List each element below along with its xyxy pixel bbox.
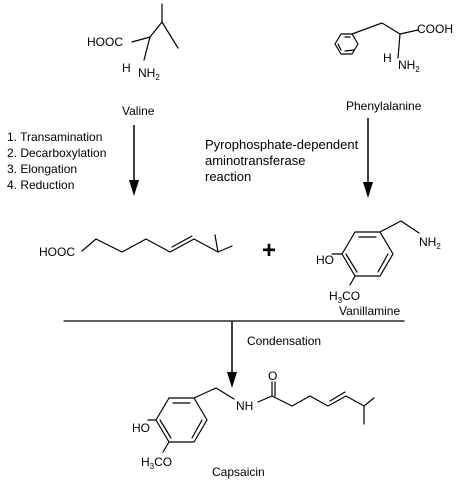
valine-nh2: NH2 [138, 66, 160, 82]
fatty-acid-hooc: HOOC [39, 245, 75, 259]
phenylalanine-h: H [383, 51, 392, 65]
condensation-arrow [227, 321, 237, 388]
enzyme-line-2: aminotransferase [205, 153, 305, 168]
step-4: 4. Reduction [7, 178, 74, 192]
valine-hooc: HOOC [87, 35, 123, 49]
fatty-acid-structure: HOOC [39, 234, 233, 259]
valine-structure: HOOC H NH2 [87, 3, 179, 82]
valine-pathway-arrow [129, 125, 139, 196]
enzyme-line-3: reaction [205, 169, 251, 184]
enzyme-line-1: Pyrophosphate-dependent [205, 137, 359, 152]
step-1: 1. Transamination [7, 130, 102, 144]
condensation-label: Condensation [247, 334, 321, 348]
capsaicin-structure: NH O HO H3CO [132, 369, 375, 471]
phenylalanine-cooh: COOH [417, 22, 453, 36]
phenylalanine-nh2: NH2 [398, 58, 420, 74]
capsaicin-label: Capsaicin [212, 465, 265, 479]
capsaicin-nh: NH [236, 399, 253, 413]
step-2: 2. Decarboxylation [7, 146, 106, 160]
vanillamine-label: Vanillamine [339, 304, 400, 318]
vanillamine-h3co: H3CO [329, 289, 360, 305]
capsaicin-h3co: H3CO [141, 455, 172, 471]
capsaicin-ho: HO [132, 421, 150, 435]
vanillamine-structure: NH2 HO H3CO [316, 220, 441, 305]
plus-sign: + [262, 237, 276, 264]
step-list: 1. Transamination 2. Decarboxylation 3. … [7, 130, 106, 192]
phenylalanine-label: Phenylalanine [346, 99, 422, 113]
step-3: 3. Elongation [7, 162, 77, 176]
vanillamine-ho: HO [316, 253, 334, 267]
capsaicin-carbonyl-o: O [268, 369, 277, 383]
enzyme-reaction-label: Pyrophosphate-dependent aminotransferase… [205, 137, 359, 184]
valine-label: Valine [122, 104, 155, 118]
phenylalanine-structure: COOH H NH2 [334, 22, 453, 74]
vanillamine-nh2: NH2 [419, 235, 441, 251]
phenylalanine-pathway-arrow [363, 118, 373, 198]
valine-h: H [122, 61, 131, 75]
